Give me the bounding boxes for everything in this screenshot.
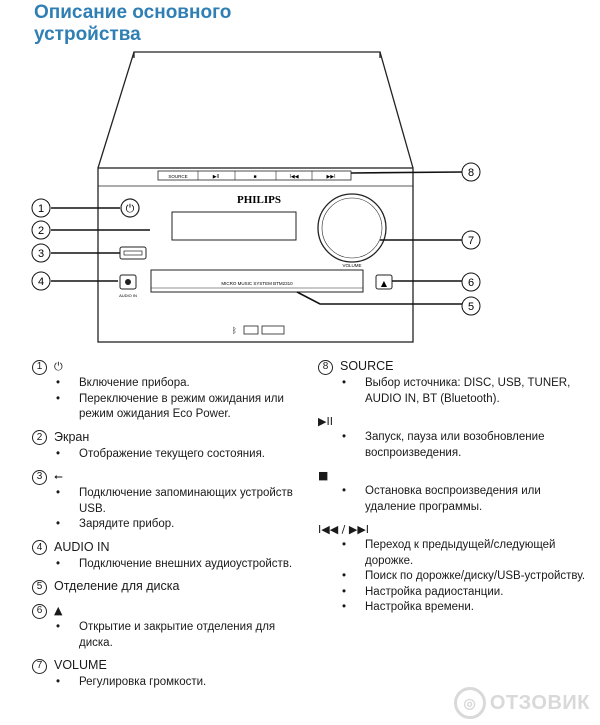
page-title: Описание основного устройства — [34, 2, 294, 46]
section-2: 2 Экран Отображение текущего состояния. — [32, 429, 302, 463]
disc-compartment: MICRO MUSIC SYSTEM BTM2310 — [150, 269, 364, 293]
btn-next: ▶▶I — [326, 174, 335, 180]
usb-port — [119, 246, 147, 260]
title-line-1: Описание основного — [34, 2, 232, 23]
section-label: SOURCE — [340, 359, 394, 374]
list-item: Регулировка громкости. — [32, 675, 302, 691]
audio-in-label: AUDIO IN — [119, 293, 137, 298]
callout-1: 1 — [38, 203, 44, 215]
volume-knob: VOLUME — [317, 193, 387, 268]
section-number: 7 — [32, 658, 47, 674]
callout-6: 6 — [468, 277, 474, 289]
list-item: Переход к предыдущей/следующей дорожке. — [318, 538, 593, 569]
callout-2: 2 — [38, 225, 44, 237]
section-1: 1 ⏻ Включение прибора. Переключение в реж… — [32, 358, 302, 423]
watermark-text: ОТЗОВИК — [489, 691, 590, 714]
section-number: 2 — [32, 430, 47, 445]
display-screen — [171, 211, 297, 241]
prev-next-icon: I◀◀ / ▶▶I — [318, 522, 370, 536]
callout-5: 5 — [468, 301, 474, 313]
eject-icon: ▲ — [54, 604, 63, 618]
title-line-2: устройства — [34, 24, 141, 45]
list-item: Переключение в режим ожидания или режим … — [32, 392, 302, 423]
top-button-strip: SOURCE ▶II ■ I◀◀ ▶▶I — [157, 170, 352, 181]
section-7: 7 VOLUME Регулировка громкости. — [32, 657, 302, 691]
stop-icon: ■ — [318, 468, 329, 482]
right-column: 8 SOURCE Выбор источника: DISC, USB, TUNE… — [318, 358, 593, 622]
eject-button: ▲ — [375, 274, 393, 290]
section-4: 4 AUDIO IN Подключение внешних аудиоустро… — [32, 539, 302, 573]
list-item: Зарядите прибор. — [32, 517, 302, 533]
list-item: Настройка времени. — [318, 600, 593, 616]
section-6: 6 ▲ Открытие и закрытие отделения для дис… — [32, 602, 302, 651]
section-label: Отделение для диска — [54, 579, 180, 594]
section-number: 4 — [32, 540, 47, 555]
left-column: 1 ⏻ Включение прибора. Переключение в реж… — [32, 358, 302, 697]
list-item: Настройка радиостанции. — [318, 585, 593, 601]
list-item: Включение прибора. — [32, 376, 302, 392]
section-label: VOLUME — [54, 658, 107, 673]
brand-logo: PHILIPS — [237, 194, 281, 206]
section-number: 3 — [32, 469, 47, 485]
power-icon: ⏻ — [54, 360, 63, 374]
list-item: Выбор источника: DISC, USB, TUNER, AUDIO… — [318, 376, 593, 407]
btn-prev: I◀◀ — [289, 174, 298, 180]
section-number: 1 — [32, 359, 47, 375]
watermark-icon: ◎ — [453, 687, 486, 719]
bluetooth-icon: ᛒ — [232, 326, 237, 335]
section-3: 3 ⭠ Подключение запоминающих устройств US… — [32, 468, 302, 533]
callout-circles: 1 2 3 4 5 6 7 8 — [31, 162, 481, 316]
play-pause-icon: ▶II — [318, 414, 333, 428]
audio-in-jack: AUDIO IN — [119, 274, 137, 298]
list-item: Открытие и закрытие отделения для диска. — [32, 620, 302, 651]
callout-7: 7 — [468, 235, 474, 247]
model-text: MICRO MUSIC SYSTEM BTM2310 — [221, 281, 293, 286]
list-item: Подключение внешних аудиоустройств. — [32, 557, 302, 573]
btn-source: SOURCE — [168, 174, 187, 179]
eject-icon: ▲ — [381, 279, 388, 288]
power-icon: ⏻ — [126, 202, 135, 215]
device-top — [97, 51, 414, 169]
section-number: 6 — [32, 603, 47, 619]
section-5: 5 Отделение для диска — [32, 578, 302, 596]
list-item: Запуск, пауза или возобновление воспроиз… — [318, 430, 593, 461]
btn-stop: ■ — [253, 174, 256, 180]
callout-8: 8 — [468, 167, 474, 179]
bottom-logos: ᛒ — [232, 325, 285, 335]
section-number: 8 — [318, 359, 333, 375]
list-item: Отображение текущего состояния. — [32, 447, 302, 463]
btn-play-pause: ▶II — [213, 174, 220, 180]
device-diagram: SOURCE ▶II ■ I◀◀ ▶▶I PHILIPS ⏻ AUDIO IN … — [31, 51, 481, 343]
callout-3: 3 — [38, 248, 44, 260]
power-button: ⏻ — [120, 198, 140, 218]
callout-leaders — [51, 171, 463, 305]
watermark-logo: ◎ ОТЗОВИК — [453, 687, 590, 719]
list-item: Поиск по дорожке/диску/USB-устройству. — [318, 569, 593, 585]
usb-icon: ⭠ — [54, 470, 63, 484]
volume-knob-label: VOLUME — [342, 263, 361, 268]
section-number: 5 — [32, 579, 47, 595]
list-item: Остановка воспроизведения или удаление п… — [318, 484, 593, 515]
section-label: Экран — [54, 429, 90, 444]
list-item: Подключение запоминающих устройств USB. — [32, 486, 302, 517]
section-label: AUDIO IN — [54, 539, 110, 554]
callout-4: 4 — [38, 276, 44, 288]
